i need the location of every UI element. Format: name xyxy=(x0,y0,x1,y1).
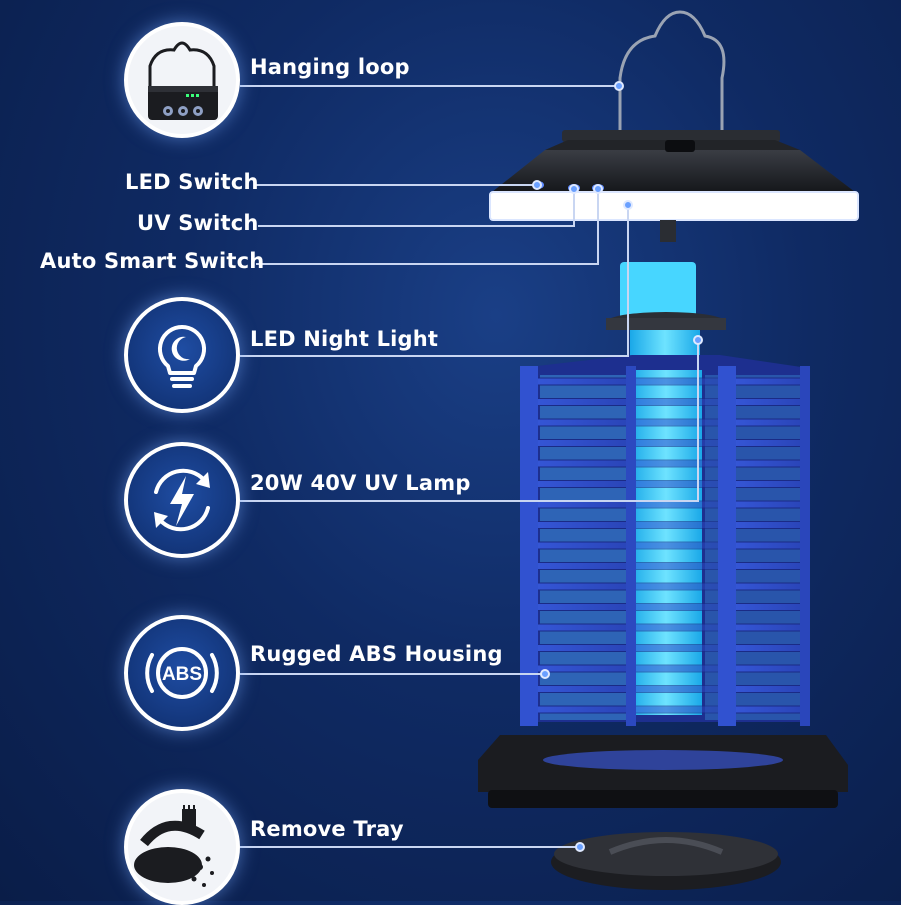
connector-abs-housing xyxy=(240,673,545,675)
connector-dot-uv-switch xyxy=(569,184,579,194)
removable-tray xyxy=(551,832,781,890)
cage-slat xyxy=(535,480,629,488)
led-night-light-badge xyxy=(124,297,240,413)
cage-slat xyxy=(633,705,721,714)
connector-uv-lamp xyxy=(240,500,698,502)
cage-slat xyxy=(535,705,629,714)
connector-led-night-light-vertical xyxy=(627,205,629,357)
cage-slat xyxy=(633,398,721,406)
connector-hanging-loop xyxy=(240,85,620,87)
label-remove-tray: Remove Tray xyxy=(250,817,404,841)
label-auto-smart-switch: Auto Smart Switch xyxy=(40,249,265,273)
lightning-cycle-icon xyxy=(154,468,210,532)
cage-slat xyxy=(633,562,721,570)
cage-slat xyxy=(535,541,629,550)
abs-icon: ABS xyxy=(145,647,219,699)
cage-slat xyxy=(535,644,629,652)
hanging-loop-wire xyxy=(618,10,726,150)
cage-slat xyxy=(535,398,629,406)
cage-slat xyxy=(733,377,803,386)
cage-slat xyxy=(535,500,629,509)
cage-slat xyxy=(535,418,629,427)
cage-slat xyxy=(733,480,803,488)
cage-slat xyxy=(535,459,629,468)
cage-slat xyxy=(733,398,803,406)
abs-icon-text: ABS xyxy=(162,664,202,685)
cage-slat xyxy=(733,685,803,693)
connector-dot-abs-housing xyxy=(540,669,550,679)
cage-slat xyxy=(733,644,803,652)
connector-auto-smart-switch xyxy=(256,263,598,265)
connector-dot-auto-smart-switch xyxy=(593,184,603,194)
hanging-loop-badge xyxy=(124,22,240,138)
cage-slat xyxy=(535,377,629,386)
cage-slat xyxy=(633,439,721,447)
cage-slat xyxy=(633,480,721,488)
uv-lamp-badge xyxy=(124,442,240,558)
cage-slat xyxy=(733,521,803,529)
connector-dot-remove-tray xyxy=(575,842,585,852)
cage-slat xyxy=(535,439,629,447)
cage-slat xyxy=(633,521,721,529)
label-uv-switch: UV Switch xyxy=(137,211,259,235)
abs-housing-badge: ABS xyxy=(124,615,240,731)
cage-slat xyxy=(733,418,803,427)
cage-slat xyxy=(733,541,803,550)
cage-slat xyxy=(633,500,721,509)
cage-slat xyxy=(633,377,721,386)
connector-uv-switch xyxy=(258,225,574,227)
cage-slat xyxy=(633,459,721,468)
connector-auto-smart-switch-vertical xyxy=(597,190,599,265)
cage-slat xyxy=(633,623,721,632)
cage-slat xyxy=(535,521,629,529)
label-uv-lamp: 20W 40V UV Lamp xyxy=(250,471,471,495)
connector-dot-hanging-loop xyxy=(614,81,624,91)
connector-dot-led-switch xyxy=(532,180,542,190)
connector-remove-tray xyxy=(240,846,580,848)
connector-led-night-light xyxy=(240,355,628,357)
bulb-moon-icon xyxy=(157,324,207,388)
cage-slat xyxy=(733,500,803,509)
label-abs-housing: Rugged ABS Housing xyxy=(250,642,503,666)
remove-tray-badge xyxy=(124,789,240,905)
cage-slat xyxy=(633,418,721,427)
base xyxy=(478,735,848,808)
cage-slat xyxy=(733,664,803,673)
cage-slat xyxy=(633,541,721,550)
cage-slat xyxy=(733,603,803,611)
cage-slat xyxy=(633,582,721,591)
cage-slat xyxy=(633,603,721,611)
cage-slat xyxy=(733,623,803,632)
label-led-switch: LED Switch xyxy=(125,170,259,194)
connector-led-switch xyxy=(255,184,535,186)
cage-slat xyxy=(535,623,629,632)
cage-slat xyxy=(535,562,629,570)
connector-dot-led-night-light xyxy=(623,200,633,210)
label-hanging-loop: Hanging loop xyxy=(250,55,410,79)
cage-slat xyxy=(633,644,721,652)
connector-uv-switch-vertical xyxy=(573,190,575,227)
label-led-night-light: LED Night Light xyxy=(250,327,439,351)
cage-slat xyxy=(733,459,803,468)
cage-slat xyxy=(535,664,629,673)
cage-slat xyxy=(633,664,721,673)
hanging-loop-icon xyxy=(148,41,218,120)
connector-uv-lamp-vertical xyxy=(697,340,699,502)
cage-slat xyxy=(733,439,803,447)
housing-cage xyxy=(520,355,810,726)
tray-insects-icon xyxy=(134,805,214,887)
cage-slat xyxy=(535,685,629,693)
cage-slat xyxy=(535,603,629,611)
cage-slat xyxy=(535,582,629,591)
cage-slat xyxy=(733,582,803,591)
connector-dot-uv-lamp xyxy=(693,335,703,345)
cage-slat xyxy=(733,705,803,714)
cage-slat xyxy=(633,685,721,693)
cage-slat xyxy=(733,562,803,570)
